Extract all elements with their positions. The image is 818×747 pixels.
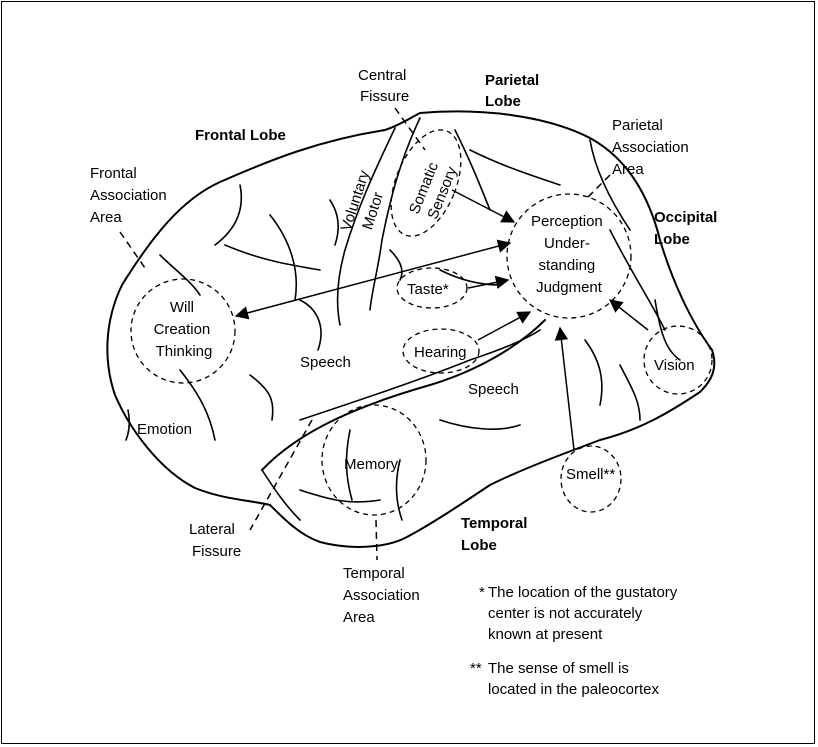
vision-label: Vision <box>654 357 695 374</box>
perception-label: Perception Under- standing Judgment <box>531 213 607 296</box>
lateral-fissure-line <box>261 319 546 471</box>
occipital-lobe-label: Occipital Lobe <box>654 209 722 248</box>
hearing-circle <box>402 328 480 374</box>
footnote-2-marker: ** <box>470 660 482 677</box>
somatic-sensory-circle <box>390 129 462 237</box>
speech-left-label: Speech <box>300 354 351 371</box>
brain-outline <box>106 110 716 548</box>
temporal-boundary <box>261 469 301 521</box>
memory-circle <box>321 404 427 516</box>
temporal-lobe-label: Temporal Lobe <box>461 515 532 554</box>
vision-circle <box>643 325 713 395</box>
temporal-inner-line <box>299 329 541 421</box>
smell-label: Smell** <box>566 466 615 483</box>
arrow-somatic-to-perception <box>451 189 516 223</box>
temporal-association-label: Temporal Association Area <box>343 565 424 626</box>
memory-label: Memory <box>344 456 399 473</box>
will-area-circle <box>130 278 236 384</box>
lateral-fissure-label: Lateral Fissure <box>189 521 241 560</box>
arrow-smell-to-perception <box>554 326 575 451</box>
arrow-vision-to-perception <box>608 299 649 331</box>
hearing-label: Hearing <box>414 344 467 361</box>
taste-label: Taste* <box>407 281 449 298</box>
emotion-label: Emotion <box>137 421 192 438</box>
arrow-perception-to-will <box>234 239 512 320</box>
will-label: Will Creation Thinking <box>154 299 215 360</box>
arrow-taste-to-perception <box>467 275 510 290</box>
perception-area-circle <box>506 193 632 319</box>
parietal-lobe-label: Parietal Lobe <box>485 72 543 110</box>
somatic-sensory-label: Somatic Sensory <box>406 156 461 224</box>
speech-right-label: Speech <box>468 381 519 398</box>
frontal-lobe-label: Frontal Lobe <box>195 127 286 144</box>
frontal-association-label: Frontal Association Area <box>90 165 171 226</box>
footnote-2-text: The sense of smell is located in the pal… <box>488 660 659 698</box>
arrow-hearing-to-perception <box>477 311 532 341</box>
footnote-1-text: The location of the gustatory center is … <box>488 584 681 643</box>
parietal-association-label: Parietal Association Area <box>612 117 693 178</box>
smell-circle <box>560 445 622 513</box>
central-fissure-label: Central Fissure <box>358 67 411 105</box>
footnote-1-marker: * <box>479 584 485 601</box>
